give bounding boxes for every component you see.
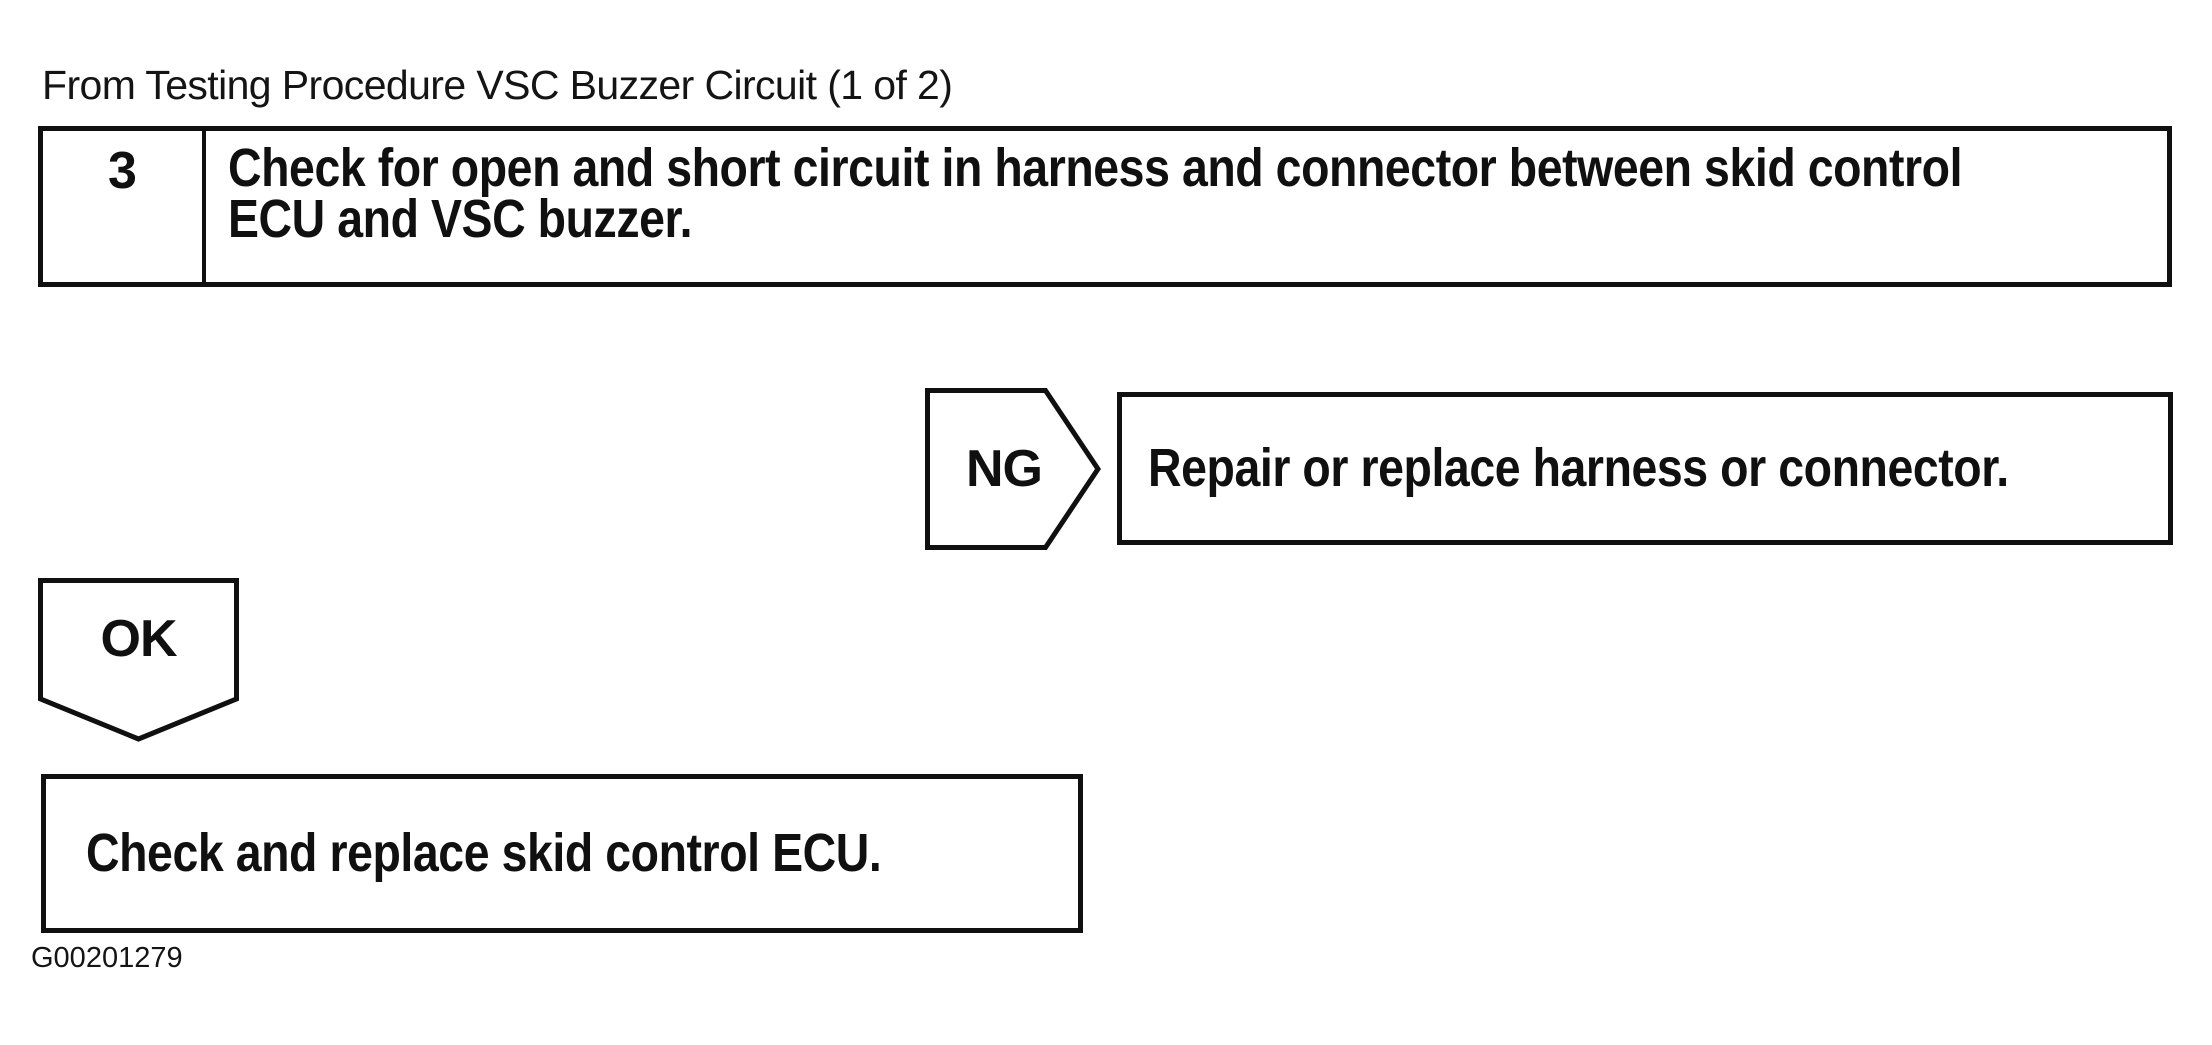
- ok-action-text: Check and replace skid control ECU.: [86, 823, 882, 883]
- ng-label: NG: [966, 440, 1043, 498]
- ng-branch-arrow: [925, 388, 1101, 550]
- ng-action-box: Repair or replace harness or connector.: [1117, 392, 2173, 545]
- ok-branch-arrow: [38, 578, 239, 742]
- step-box: 3 Check for open and short circuit in ha…: [38, 126, 2172, 287]
- step-number-cell: 3: [43, 131, 206, 282]
- step-number: 3: [108, 142, 137, 200]
- ok-label: OK: [100, 610, 178, 668]
- step-instruction-line-2: ECU and VSC buzzer.: [228, 189, 693, 249]
- step-instruction: Check for open and short circuit in harn…: [206, 131, 2212, 282]
- figure-id: G00201279: [31, 942, 183, 974]
- ng-pentagon-shape: [925, 388, 1101, 550]
- ok-pentagon-shape: [38, 578, 239, 742]
- page-title: From Testing Procedure VSC Buzzer Circui…: [42, 62, 953, 108]
- ng-action-text: Repair or replace harness or connector.: [1148, 438, 2009, 498]
- step-instruction-line-1: Check for open and short circuit in harn…: [228, 138, 1963, 198]
- ok-action-box: Check and replace skid control ECU.: [41, 774, 1083, 933]
